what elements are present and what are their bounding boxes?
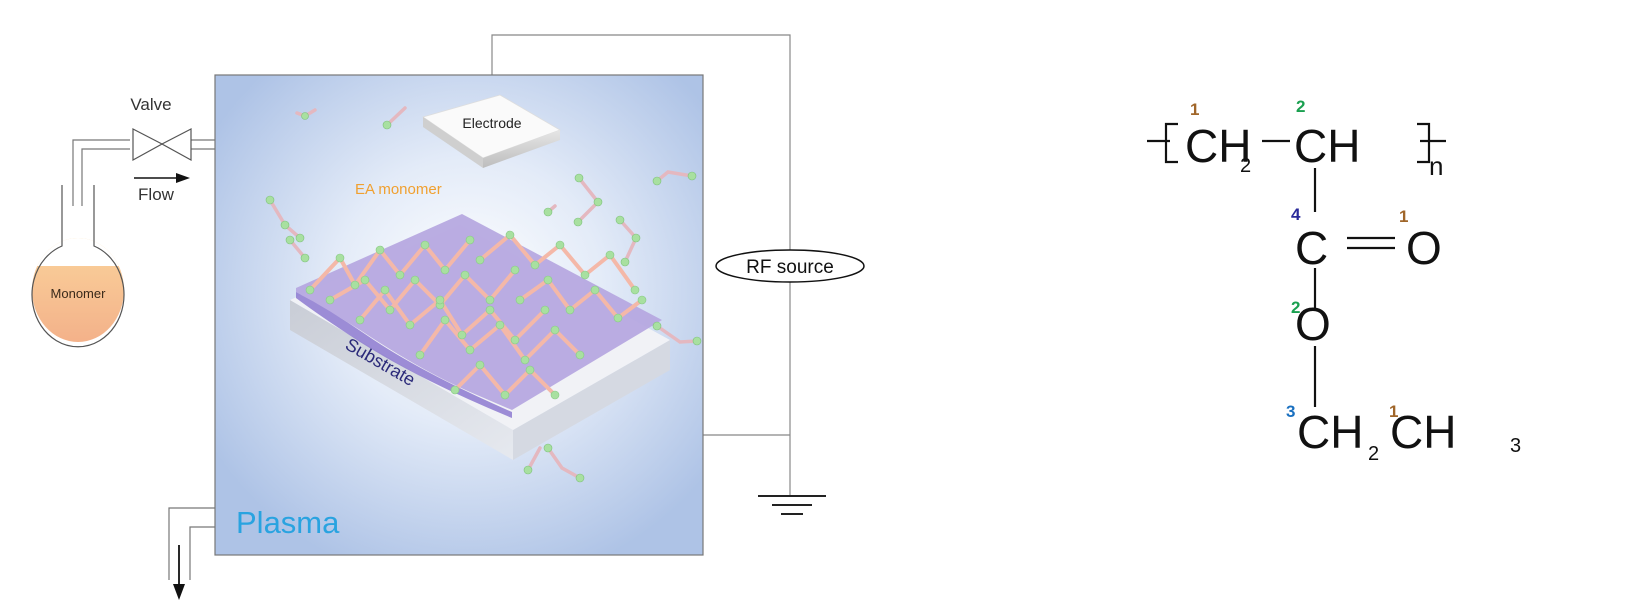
outlet-tubing (168, 507, 215, 580)
electrode-label: Electrode (462, 115, 521, 131)
label-ethyl-ch3: 1 (1389, 402, 1398, 421)
label-ch2-backbone: 1 (1190, 100, 1199, 119)
label-ester-o: 2 (1291, 298, 1300, 317)
polymer-atoms (305, 230, 647, 400)
backbone-ch: CH (1294, 120, 1360, 172)
monomer-flask: Monomer (31, 185, 125, 348)
carbonyl-carbon: C (1295, 222, 1328, 274)
carbonyl-oxygen: O (1406, 222, 1442, 274)
flow-arrow-icon (134, 173, 190, 183)
rf-source-label: RF source (746, 257, 834, 278)
free-monomers (265, 106, 702, 483)
valve-icon[interactable] (132, 128, 192, 162)
flask-label: Monomer (51, 286, 107, 301)
chemical-structure: CH 2 CH n C O O CH 2 CH 3 1 2 4 1 2 3 1 (1147, 97, 1521, 465)
repeat-n: n (1429, 151, 1443, 181)
vacuum-arrow-icon (173, 545, 185, 600)
label-ch-backbone: 2 (1296, 97, 1305, 116)
label-carbonyl-c: 4 (1291, 205, 1301, 224)
rf-source: RF source (715, 249, 865, 283)
plasma-label: Plasma (236, 505, 340, 540)
ethyl-ch3: CH (1390, 406, 1456, 458)
label-carbonyl-o: 1 (1399, 207, 1408, 226)
label-ethyl-ch2: 3 (1286, 402, 1295, 421)
ethyl-ch3-subscript: 3 (1510, 435, 1521, 457)
valve-label: Valve (130, 95, 171, 114)
ethyl-ch2-subscript: 2 (1368, 443, 1379, 465)
inlet-tubing (72, 139, 215, 206)
ester-oxygen: O (1295, 298, 1331, 350)
flow-label: Flow (138, 185, 175, 204)
electrode: Electrode (422, 94, 561, 168)
backbone-ch2: CH (1185, 120, 1251, 172)
monomer-label: EA monomer (355, 181, 442, 198)
backbone-ch2-subscript: 2 (1240, 155, 1251, 177)
ethyl-ch2: CH (1297, 406, 1363, 458)
ground-icon (758, 495, 826, 515)
vacuum-label: Vacuum (150, 607, 211, 610)
substrate: Substrate (290, 214, 670, 460)
